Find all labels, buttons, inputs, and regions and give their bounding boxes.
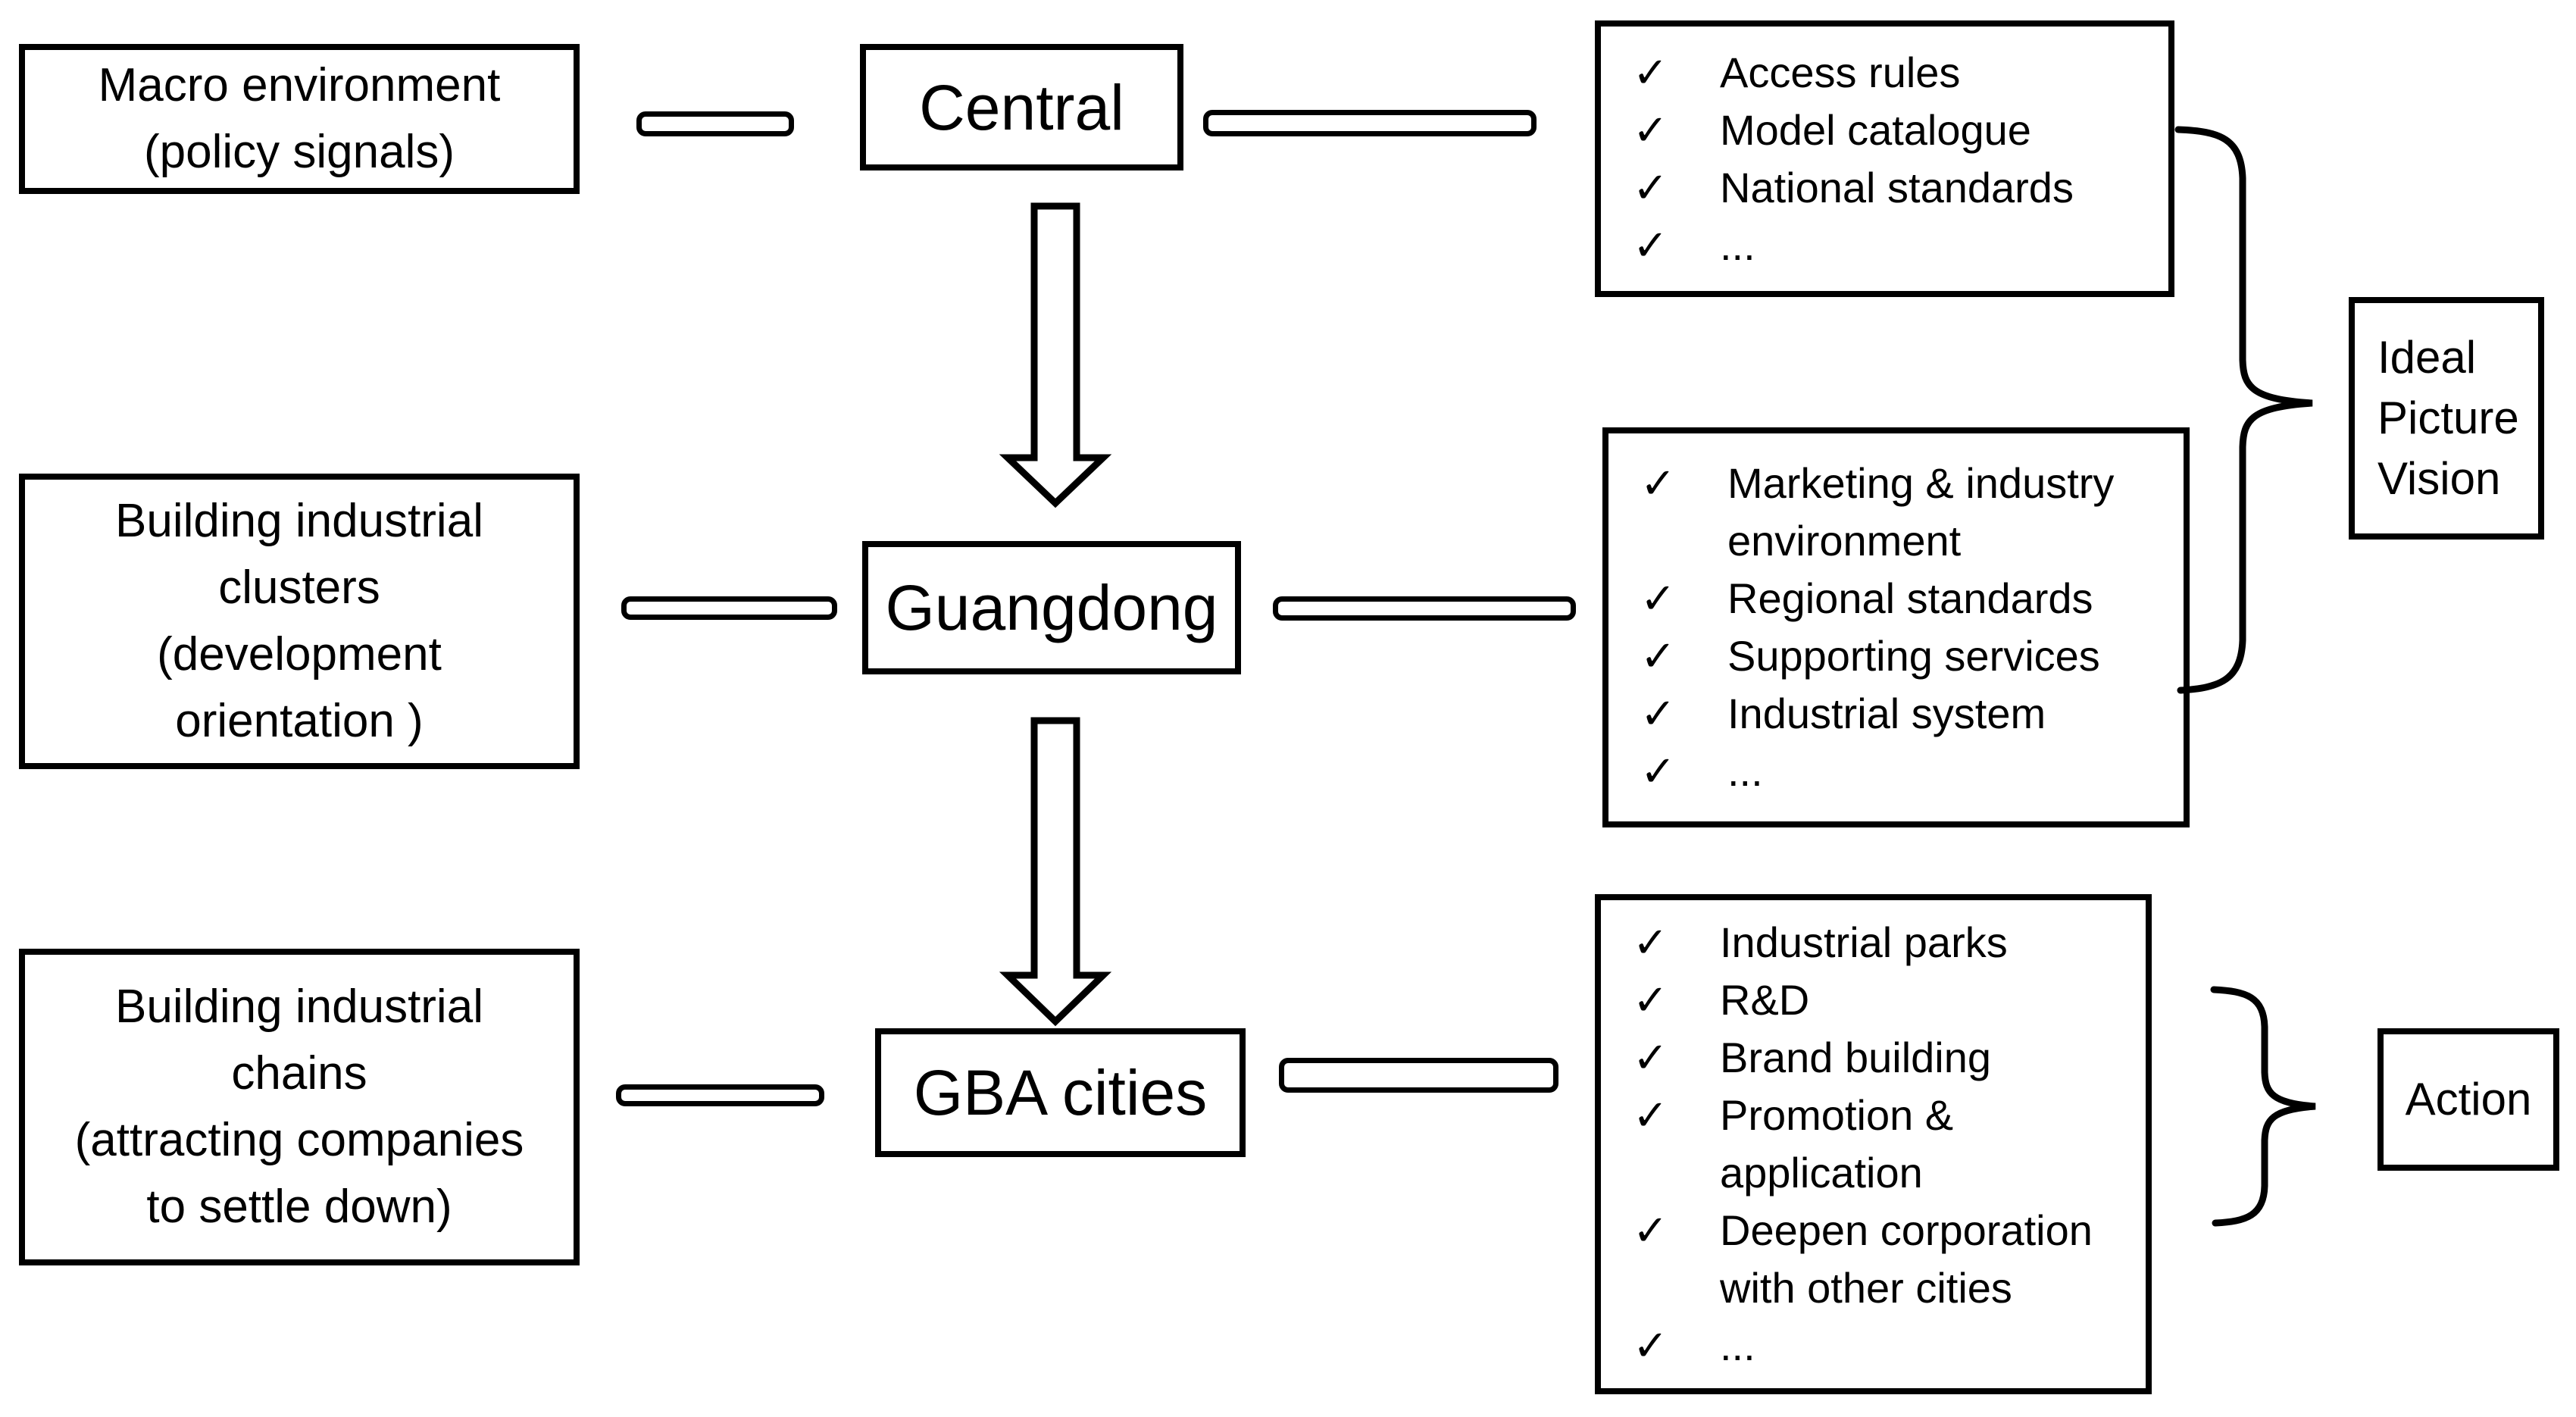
industrial-chains-line: to settle down) xyxy=(146,1181,452,1233)
checklist-item-text: Access rules xyxy=(1720,48,1961,96)
checklist-item: ✓ Model catalogue xyxy=(1633,102,2161,159)
checklist-item: ✓ National standards xyxy=(1633,159,2161,217)
checklist-item: ✓ Industrial parks xyxy=(1633,914,2138,971)
action-box: Action xyxy=(2377,1028,2559,1171)
check-icon: ✓ xyxy=(1633,1034,1668,1081)
checklist-item-text: Model catalogue xyxy=(1720,105,2031,154)
checklist-item-text: R&D xyxy=(1720,976,1810,1024)
industrial-chains-line: chains xyxy=(231,1047,367,1100)
guangdong-checklist: ✓ Marketing & industry environment ✓ Regio… xyxy=(1640,455,2176,800)
guangdong-checklist-box: ✓ Marketing & industry environment ✓ Regio… xyxy=(1602,427,2190,827)
industrial-clusters-line: (development xyxy=(157,628,442,680)
checklist-item: ✓ Supporting services xyxy=(1640,627,2176,685)
checklist-item: ✓ Marketing & industry environment xyxy=(1640,455,2176,570)
checklist-item-text: Promotion & application xyxy=(1720,1091,1954,1196)
industrial-clusters-line: clusters xyxy=(218,561,380,614)
checklist-item: ✓ Deepen corporation with other cities xyxy=(1633,1202,2138,1317)
ideal-picture-vision-box: Ideal Picture Vision xyxy=(2349,297,2544,540)
central-checklist: ✓ Access rules ✓ Model catalogue ✓ National… xyxy=(1633,44,2161,274)
connector-bar xyxy=(621,596,837,620)
curly-brace-icon xyxy=(2174,126,2313,694)
check-icon: ✓ xyxy=(1640,632,1676,680)
checklist-item: ✓ Access rules xyxy=(1633,44,2161,102)
checklist-item-text: National standards xyxy=(1720,163,2074,211)
checklist-item-text: Marketing & industry environment xyxy=(1727,459,2115,565)
check-icon: ✓ xyxy=(1633,163,1668,211)
connector-bar xyxy=(1203,110,1537,136)
down-arrow-icon xyxy=(999,202,1112,508)
industrial-chains-line: Building industrial xyxy=(115,981,483,1033)
gba-checklist-box: ✓ Industrial parks ✓ R&D ✓ Brand building ✓… xyxy=(1595,894,2152,1394)
checklist-item: ✓ Industrial system xyxy=(1640,685,2176,743)
check-icon: ✓ xyxy=(1633,48,1668,96)
check-icon: ✓ xyxy=(1633,918,1668,966)
checklist-item: ✓ R&D xyxy=(1633,971,2138,1029)
check-icon: ✓ xyxy=(1640,574,1676,622)
checklist-item: ✓... xyxy=(1640,743,2176,800)
check-icon: ✓ xyxy=(1633,1206,1668,1254)
checklist-item: ✓... xyxy=(1633,217,2161,274)
down-arrow-icon xyxy=(999,717,1112,1027)
check-icon: ✓ xyxy=(1640,459,1676,507)
connector-bar xyxy=(1273,596,1576,621)
guangdong-label: Guangdong xyxy=(885,572,1218,643)
check-icon: ✓ xyxy=(1640,690,1676,737)
checklist-item-text: Industrial parks xyxy=(1720,918,2008,966)
central-checklist-box: ✓ Access rules ✓ Model catalogue ✓ National… xyxy=(1595,20,2174,297)
industrial-chains-line: (attracting companies xyxy=(74,1114,524,1166)
check-icon: ✓ xyxy=(1640,747,1676,795)
gba-checklist: ✓ Industrial parks ✓ R&D ✓ Brand building ✓… xyxy=(1633,914,2138,1375)
ideal-line: Vision xyxy=(2377,453,2501,504)
ideal-line: Ideal xyxy=(2377,332,2477,383)
macro-environment-line: (policy signals) xyxy=(143,126,455,178)
checklist-item-text: Brand building xyxy=(1720,1034,1992,1081)
action-label: Action xyxy=(2405,1074,2532,1125)
checklist-item-text: Industrial system xyxy=(1727,690,2046,737)
connector-bar xyxy=(1279,1058,1558,1093)
check-icon: ✓ xyxy=(1633,221,1668,269)
checklist-item-text: ... xyxy=(1720,221,1755,269)
connector-bar xyxy=(636,111,794,136)
checklist-item: ✓ Promotion & application xyxy=(1633,1087,2138,1202)
connector-bar xyxy=(616,1084,824,1106)
industrial-clusters-line: orientation ) xyxy=(175,695,424,747)
ideal-line: Picture xyxy=(2377,393,2519,443)
industrial-chains-box: Building industrial chains (attracting c… xyxy=(19,949,580,1265)
checklist-item-text: ... xyxy=(1720,1322,1755,1369)
check-icon: ✓ xyxy=(1633,976,1668,1024)
industrial-clusters-line: Building industrial xyxy=(115,495,483,547)
checklist-item-text: Regional standards xyxy=(1727,574,2093,622)
check-icon: ✓ xyxy=(1633,105,1668,154)
curly-brace-icon xyxy=(2210,986,2316,1227)
checklist-item: ✓ Brand building xyxy=(1633,1029,2138,1087)
gba-cities-box: GBA cities xyxy=(875,1028,1246,1157)
gba-cities-label: GBA cities xyxy=(913,1057,1208,1128)
macro-environment-line: Macro environment xyxy=(98,59,501,111)
checklist-item: ✓ Regional standards xyxy=(1640,570,2176,627)
checklist-item-text: Deepen corporation with other cities xyxy=(1720,1206,2093,1312)
checklist-item-text: ... xyxy=(1727,747,1763,795)
check-icon: ✓ xyxy=(1633,1322,1668,1369)
central-box: Central xyxy=(860,44,1183,170)
central-label: Central xyxy=(919,71,1124,143)
checklist-item-text: Supporting services xyxy=(1727,632,2100,680)
guangdong-box: Guangdong xyxy=(862,541,1241,674)
macro-environment-box: Macro environment (policy signals) xyxy=(19,44,580,194)
check-icon: ✓ xyxy=(1633,1091,1668,1139)
checklist-item: ✓... xyxy=(1633,1317,2138,1375)
industrial-clusters-box: Building industrial clusters (developmen… xyxy=(19,474,580,769)
